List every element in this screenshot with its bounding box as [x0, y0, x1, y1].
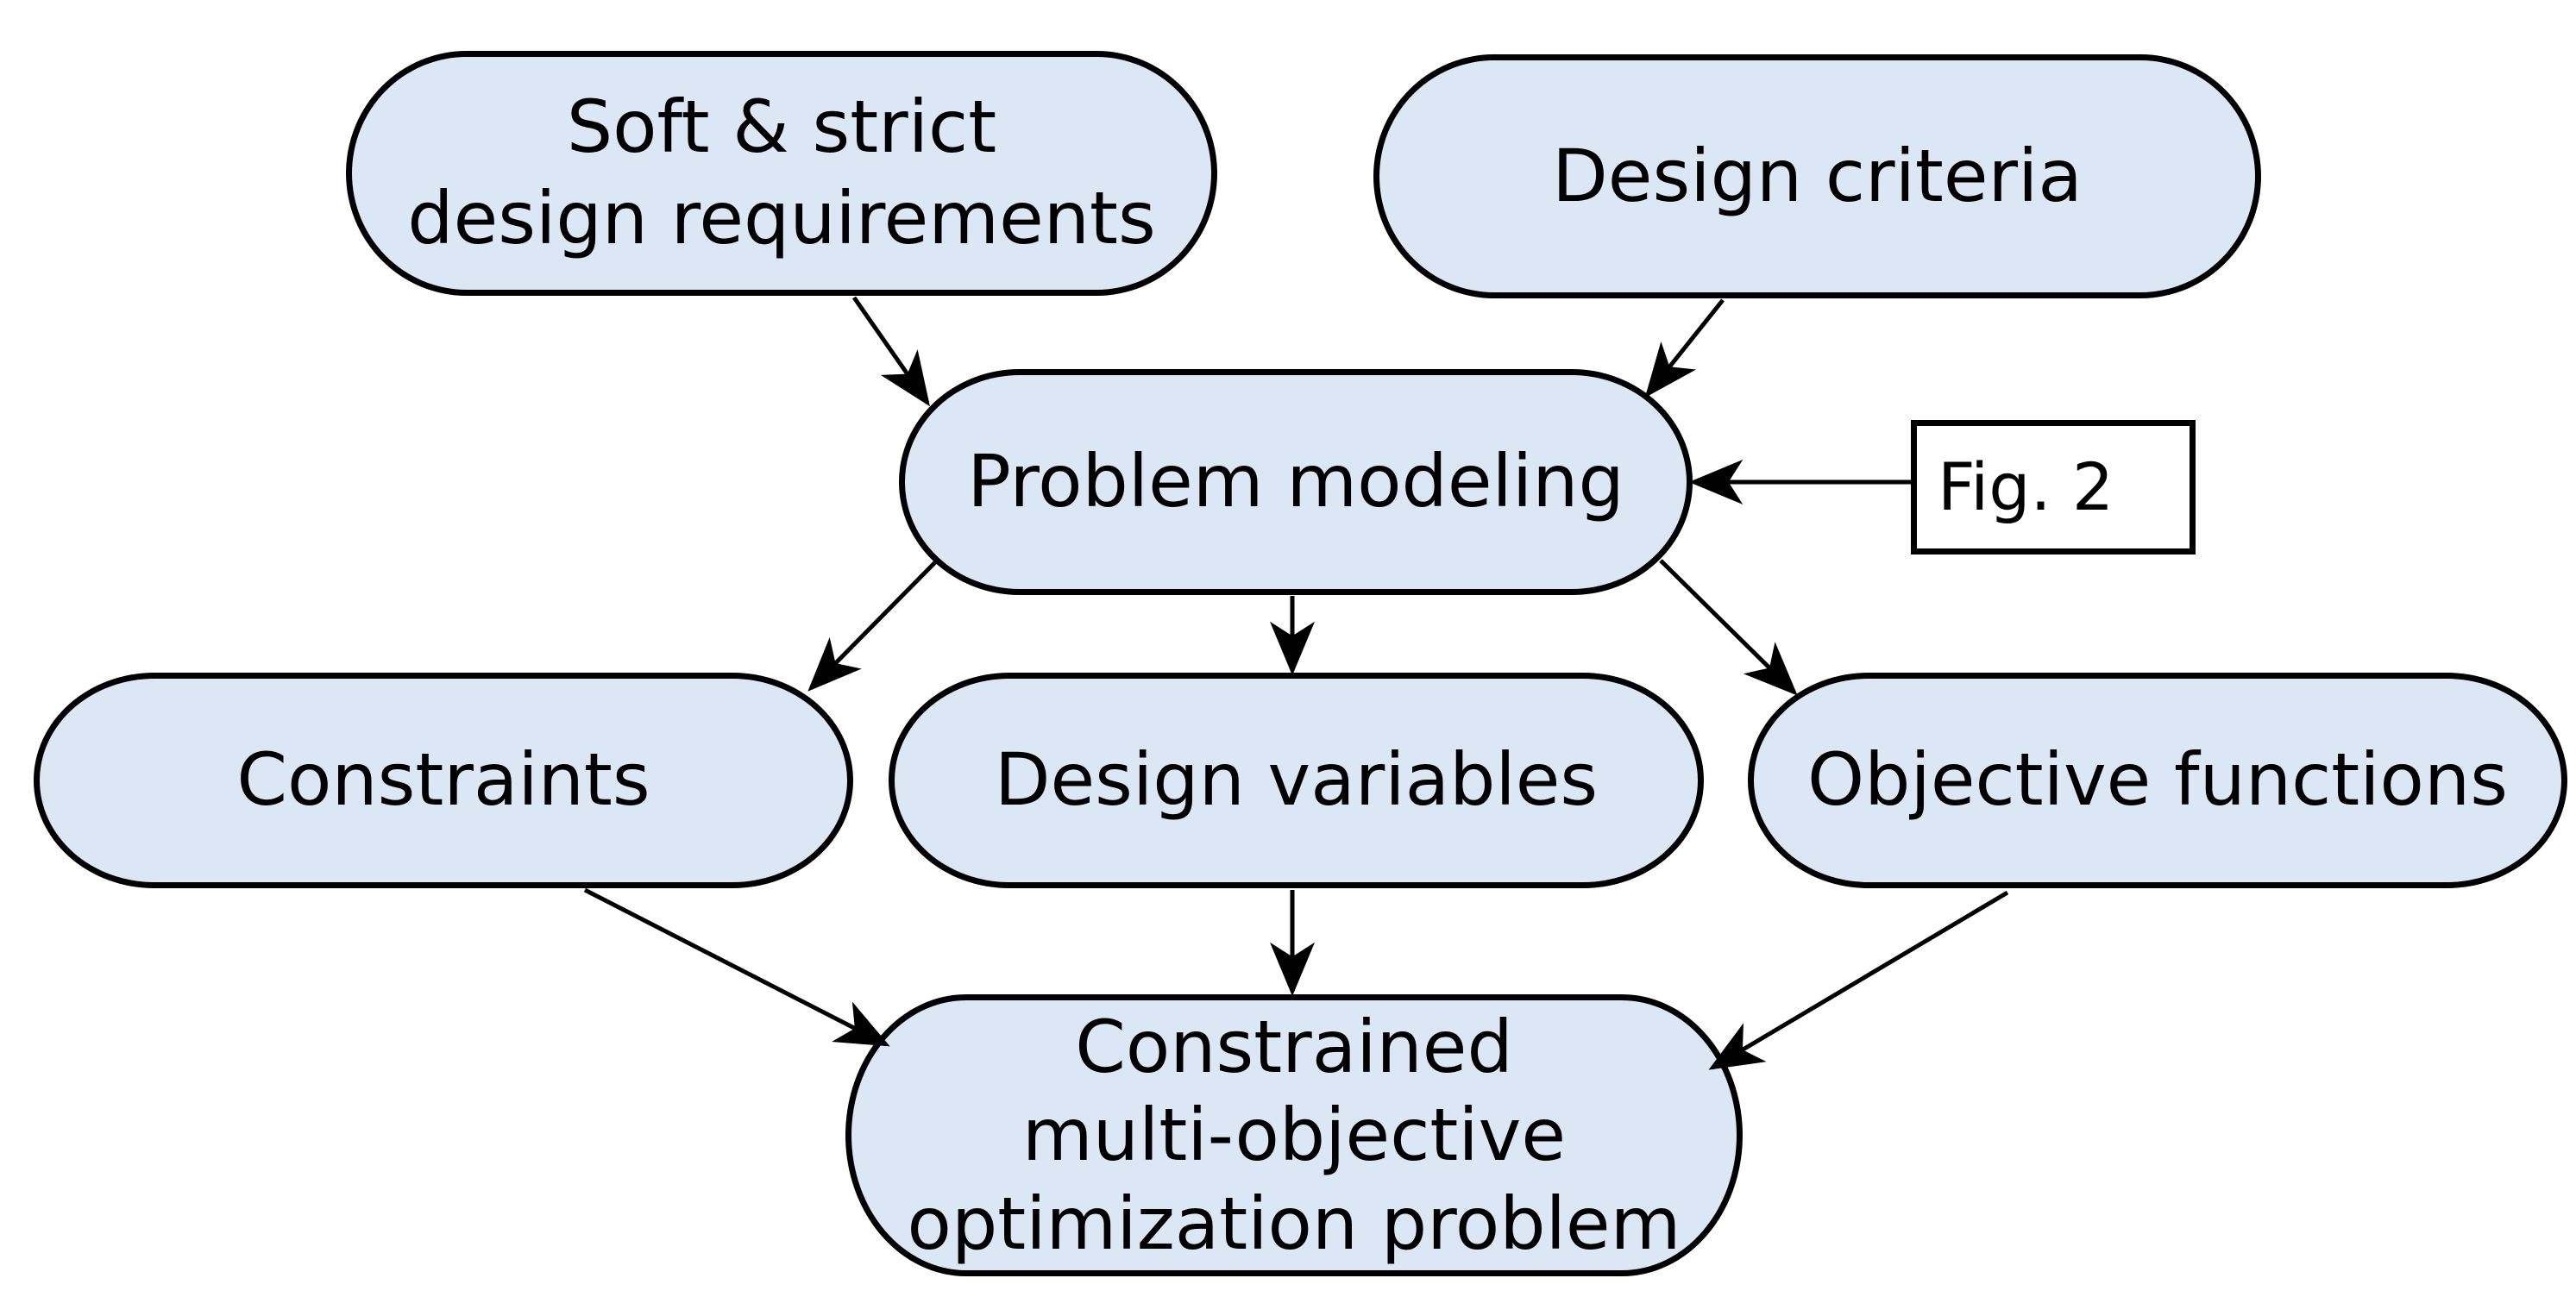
- arrow-objective-functions-to-cmop: [1708, 890, 2009, 1070]
- node-objective-functions: Objective functions: [1748, 673, 2567, 888]
- arrow-constraints-to-cmop: [583, 887, 890, 1047]
- node-constrained-multi-objective-optimization-problem: Constrained multi-objective optimization…: [845, 994, 1743, 1276]
- node-label: Constraints: [236, 737, 650, 823]
- node-label: Soft & strict design requirements: [407, 85, 1156, 260]
- node-soft-strict-design-requirements: Soft & strict design requirements: [346, 51, 1217, 296]
- arrow-soft-strict-to-problem-modeling: [851, 296, 930, 407]
- node-design-variables: Design variables: [889, 673, 1704, 888]
- node-label: Problem modeling: [967, 439, 1624, 524]
- node-design-criteria: Design criteria: [1373, 54, 2261, 298]
- node-label: Design variables: [994, 737, 1599, 823]
- node-label: Objective functions: [1807, 737, 2508, 823]
- arrow-problem-modeling-to-constraints: [807, 557, 940, 692]
- node-label: Design criteria: [1552, 133, 2083, 218]
- figure-reference-box: Fig. 2: [1911, 420, 2196, 555]
- arrow-problem-modeling-to-objective-functions: [1659, 559, 1798, 696]
- arrow-design-criteria-to-problem-modeling: [1644, 298, 1725, 398]
- node-constraints: Constraints: [34, 673, 853, 888]
- figure-reference-label: Fig. 2: [1938, 448, 2114, 525]
- node-label: Constrained multi-objective optimization…: [907, 1004, 1681, 1266]
- node-problem-modeling: Problem modeling: [899, 369, 1693, 595]
